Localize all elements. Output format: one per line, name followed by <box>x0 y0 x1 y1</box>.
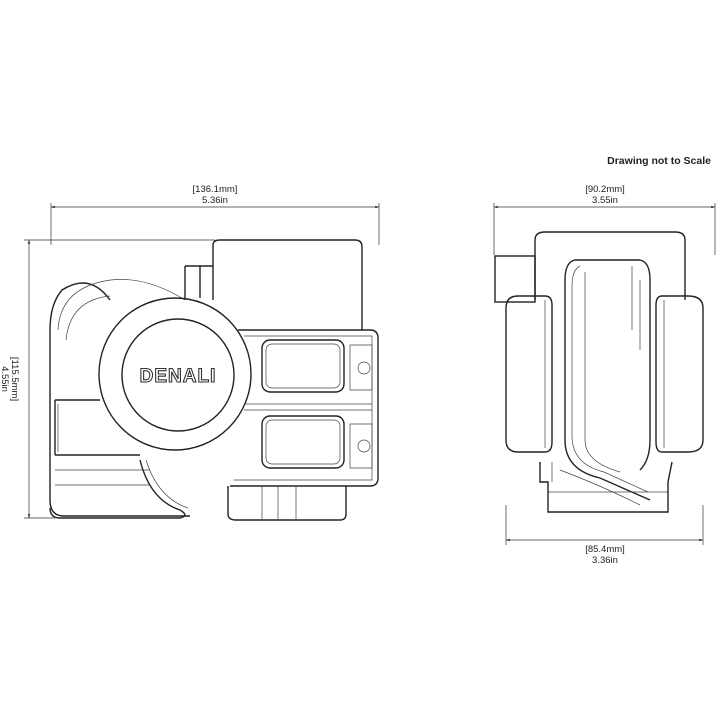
side-depth-dimension: [85.4mm] 3.36in <box>505 505 704 566</box>
lower-connector-port <box>261 415 345 469</box>
horn-bell-inner <box>121 318 235 432</box>
side-width-dimension: [90.2mm] 3.55in <box>493 184 716 255</box>
side-depth-in-label: 3.36in <box>592 555 618 566</box>
height-mm-label: [115.5mm] <box>9 357 20 401</box>
brand-logo: DENALI <box>140 366 217 387</box>
drawing-note: Drawing not to Scale <box>607 155 711 167</box>
height-dimension: [115.5mm] 4.55in <box>0 239 215 519</box>
front-width-dimension: [136.1mm] 5.36in <box>50 184 380 245</box>
horn-side-view <box>494 231 704 513</box>
side-depth-mm-label: [85.4mm] <box>585 544 625 555</box>
right-bell-profile <box>655 295 704 453</box>
horn-bell-outer <box>98 297 252 451</box>
side-width-mm-label: [90.2mm] <box>585 184 625 195</box>
front-width-mm-label: [136.1mm] <box>193 184 238 195</box>
height-in-label: 4.55in <box>0 366 10 392</box>
left-bell-profile <box>505 295 553 453</box>
side-connector-tab <box>494 255 536 303</box>
horn-front-view: DENALI <box>49 239 379 521</box>
upper-connector-port <box>261 339 345 393</box>
front-width-in-label: 5.36in <box>202 195 228 206</box>
side-width-in-label: 3.55in <box>592 195 618 206</box>
